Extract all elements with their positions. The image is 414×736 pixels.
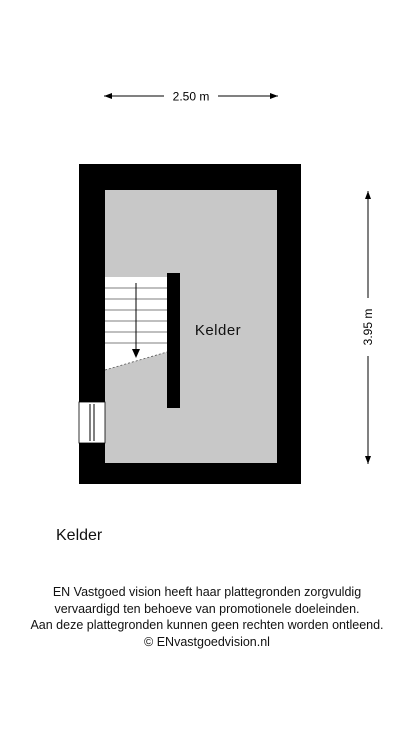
room-label: Kelder [195,322,241,339]
disclaimer-line: EN Vastgoed vision heeft haar plattegron… [52,585,362,599]
copyright: © ENvastgoedvision.nl [144,634,270,649]
height-dimension: 3.95 m [361,191,375,464]
height-dimension-label: 3.95 m [361,309,375,346]
disclaimer: EN Vastgoed vision heeft haar plattegron… [0,584,414,650]
width-dimension-label: 2.50 m [173,90,210,104]
width-dimension: 2.50 m [104,90,278,104]
disclaimer-line: Aan deze plattegronden kunnen geen recht… [30,618,384,632]
disclaimer-line: vervaardigd ten behoeve van promotionele… [54,601,360,616]
floor-name: Kelder [56,527,103,544]
window [78,401,106,444]
partition-wall [167,273,180,408]
staircase [104,277,168,371]
